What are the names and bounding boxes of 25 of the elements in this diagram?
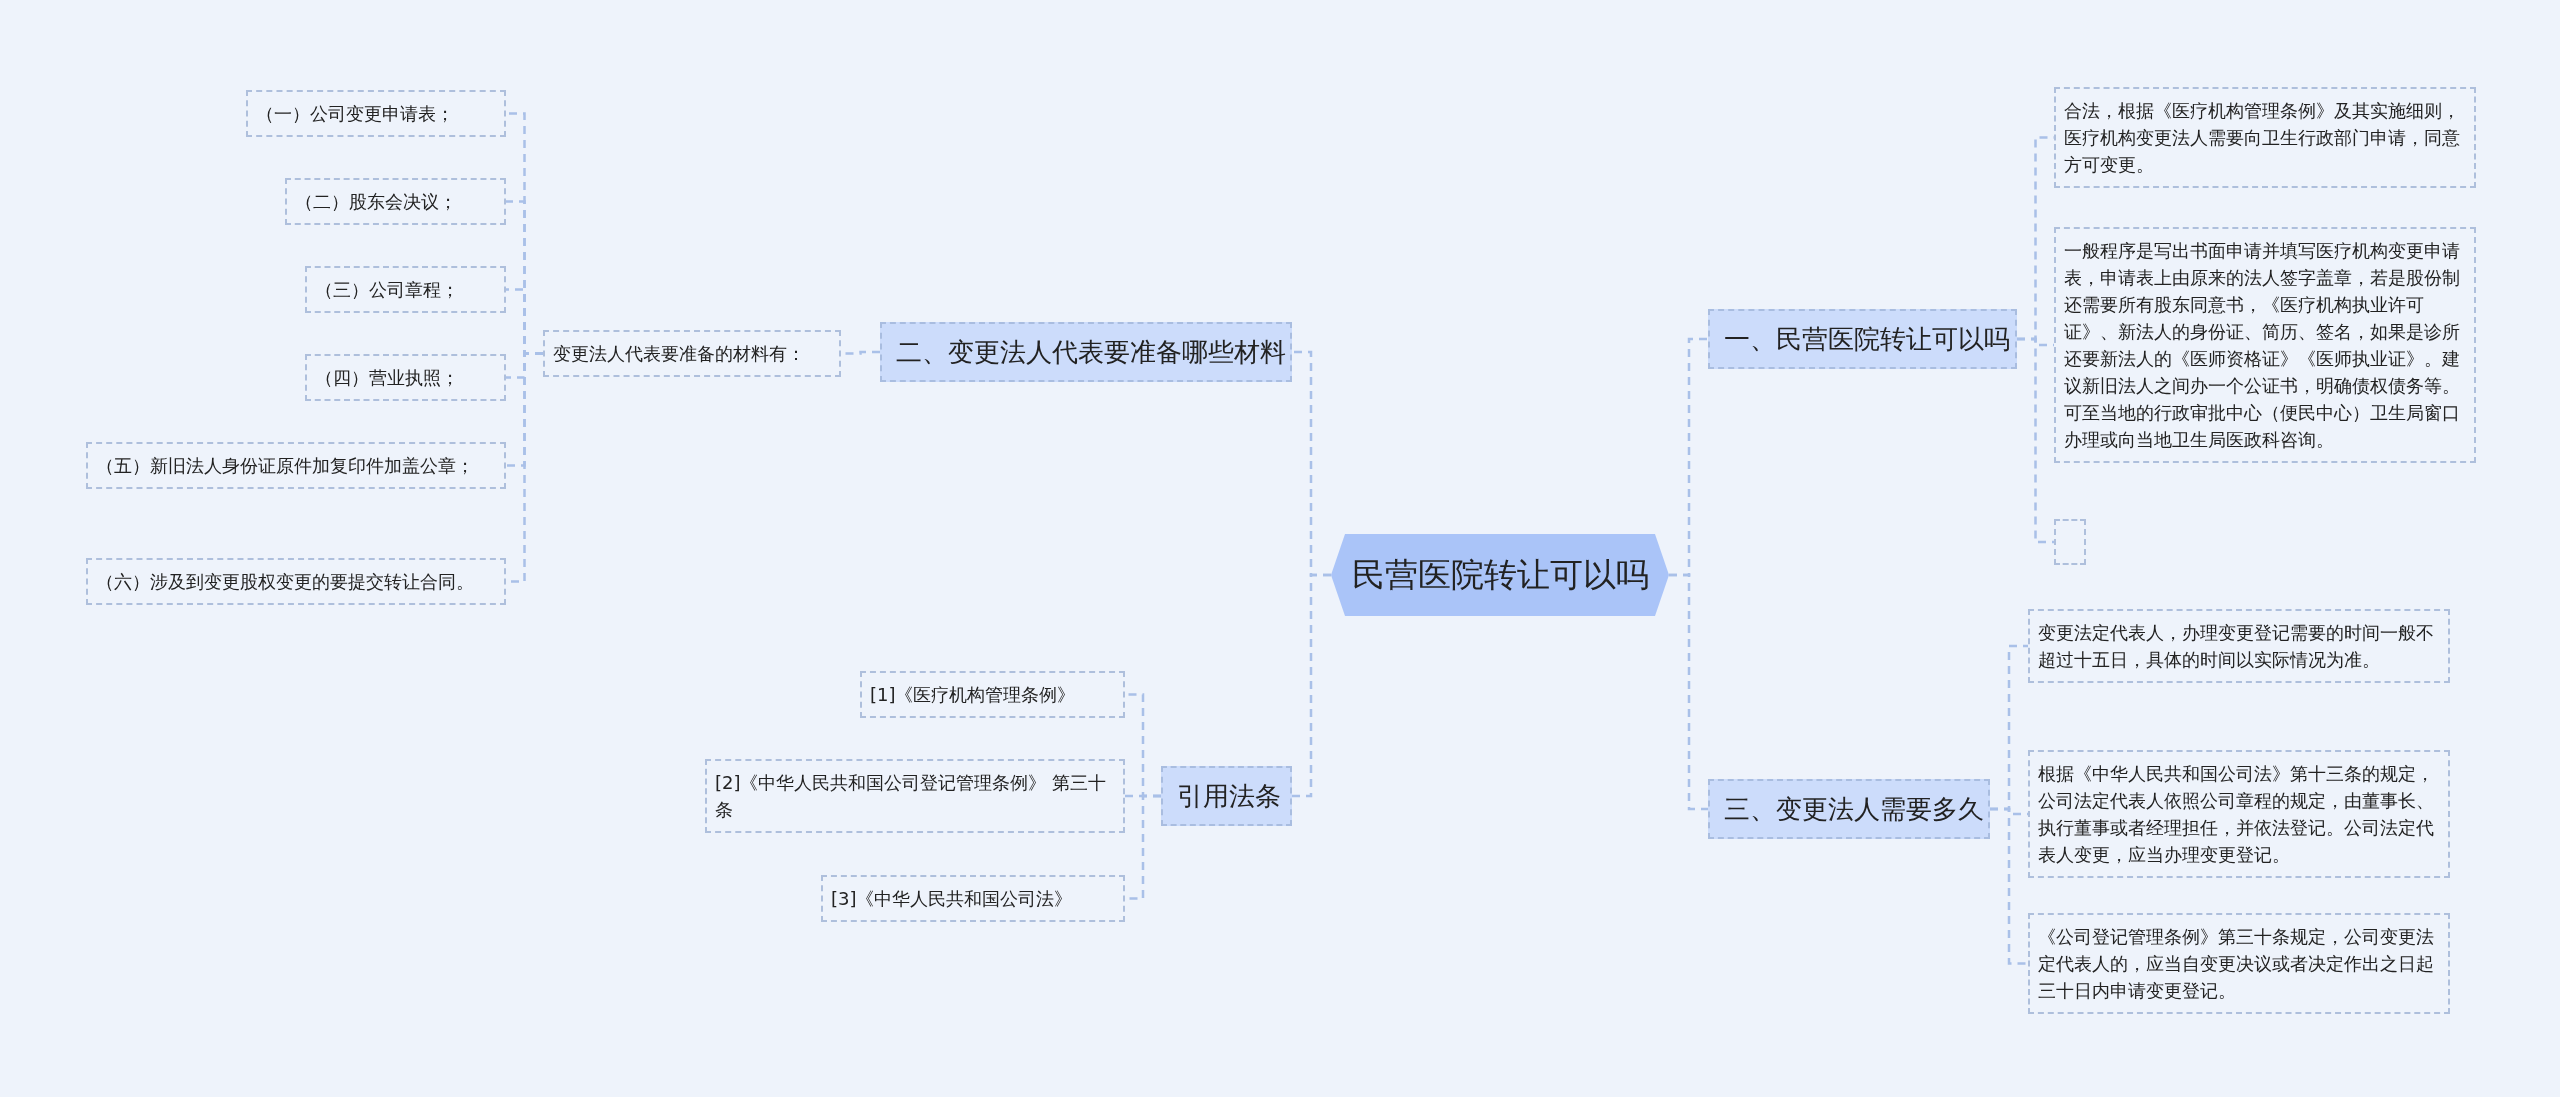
text-box: （一）公司变更申请表； bbox=[246, 90, 506, 137]
topic-box: 一、民营医院转让可以吗 bbox=[1708, 309, 2017, 369]
text-box: 根据《中华人民共和国公司法》第十三条的规定，公司法定代表人依照公司章程的规定，由董事长、执行董事或者经理担任，并依法登记。公司法定代表人变更，应当办理变更登记。 bbox=[2028, 750, 2450, 878]
empty-box bbox=[2054, 519, 2086, 565]
text-box: （六）涉及到变更股权变更的要提交转让合同。 bbox=[86, 558, 506, 605]
connector-line bbox=[1990, 807, 2028, 965]
text-box: 变更法人代表要准备的材料有： bbox=[543, 330, 841, 377]
topic-box: 二、变更法人代表要准备哪些材料 bbox=[880, 322, 1292, 382]
text-box: 《公司登记管理条例》第三十条规定，公司变更法定代表人的，应当自变更决议或者决定作出之日起三十日内申请变更登记。 bbox=[2028, 913, 2450, 1014]
text-box: （五）新旧法人身份证原件加复印件加盖公章； bbox=[86, 442, 506, 489]
text-box: （二）股东会决议； bbox=[285, 178, 506, 225]
text-box: 合法，根据《医疗机构管理条例》及其实施细则，医疗机构变更法人需要向卫生行政部门申请，同意方可变更。 bbox=[2054, 87, 2476, 188]
text-box: 一般程序是写出书面申请并填写医疗机构变更申请表，申请表上由原来的法人签字盖章，若是股份制还需要所有股东同意书，《医疗机构执业许可证》、新法人的身份证、简历、签名，如果是诊所还要新法人的《医师资格证》《医师执业证》。建议新旧法人之间办一个公证书，明确债权债务等。可至当地的行政审批中心（便民中心）卫生局窗口办理或向当地卫生局医政科咨询。 bbox=[2054, 227, 2476, 463]
text-box: （四）营业执照； bbox=[305, 354, 506, 401]
text-box: （三）公司章程； bbox=[305, 266, 506, 313]
text-box: [1]《医疗机构管理条例》 bbox=[860, 671, 1125, 718]
topic-box: 引用法条 bbox=[1161, 766, 1292, 826]
text-box: [2]《中华人民共和国公司登记管理条例》 第三十条 bbox=[705, 759, 1125, 833]
text-box: 变更法定代表人，办理变更登记需要的时间一般不超过十五日，具体的时间以实际情况为准。 bbox=[2028, 609, 2450, 683]
text-box: [3]《中华人民共和国公司法》 bbox=[821, 875, 1125, 922]
connector-line bbox=[1669, 573, 1708, 811]
topic-box: 三、变更法人需要多久 bbox=[1708, 779, 1990, 839]
connector-line bbox=[2017, 337, 2054, 544]
central-topic: 民营医院转让可以吗 bbox=[1331, 534, 1669, 616]
connector-line bbox=[1292, 573, 1331, 798]
